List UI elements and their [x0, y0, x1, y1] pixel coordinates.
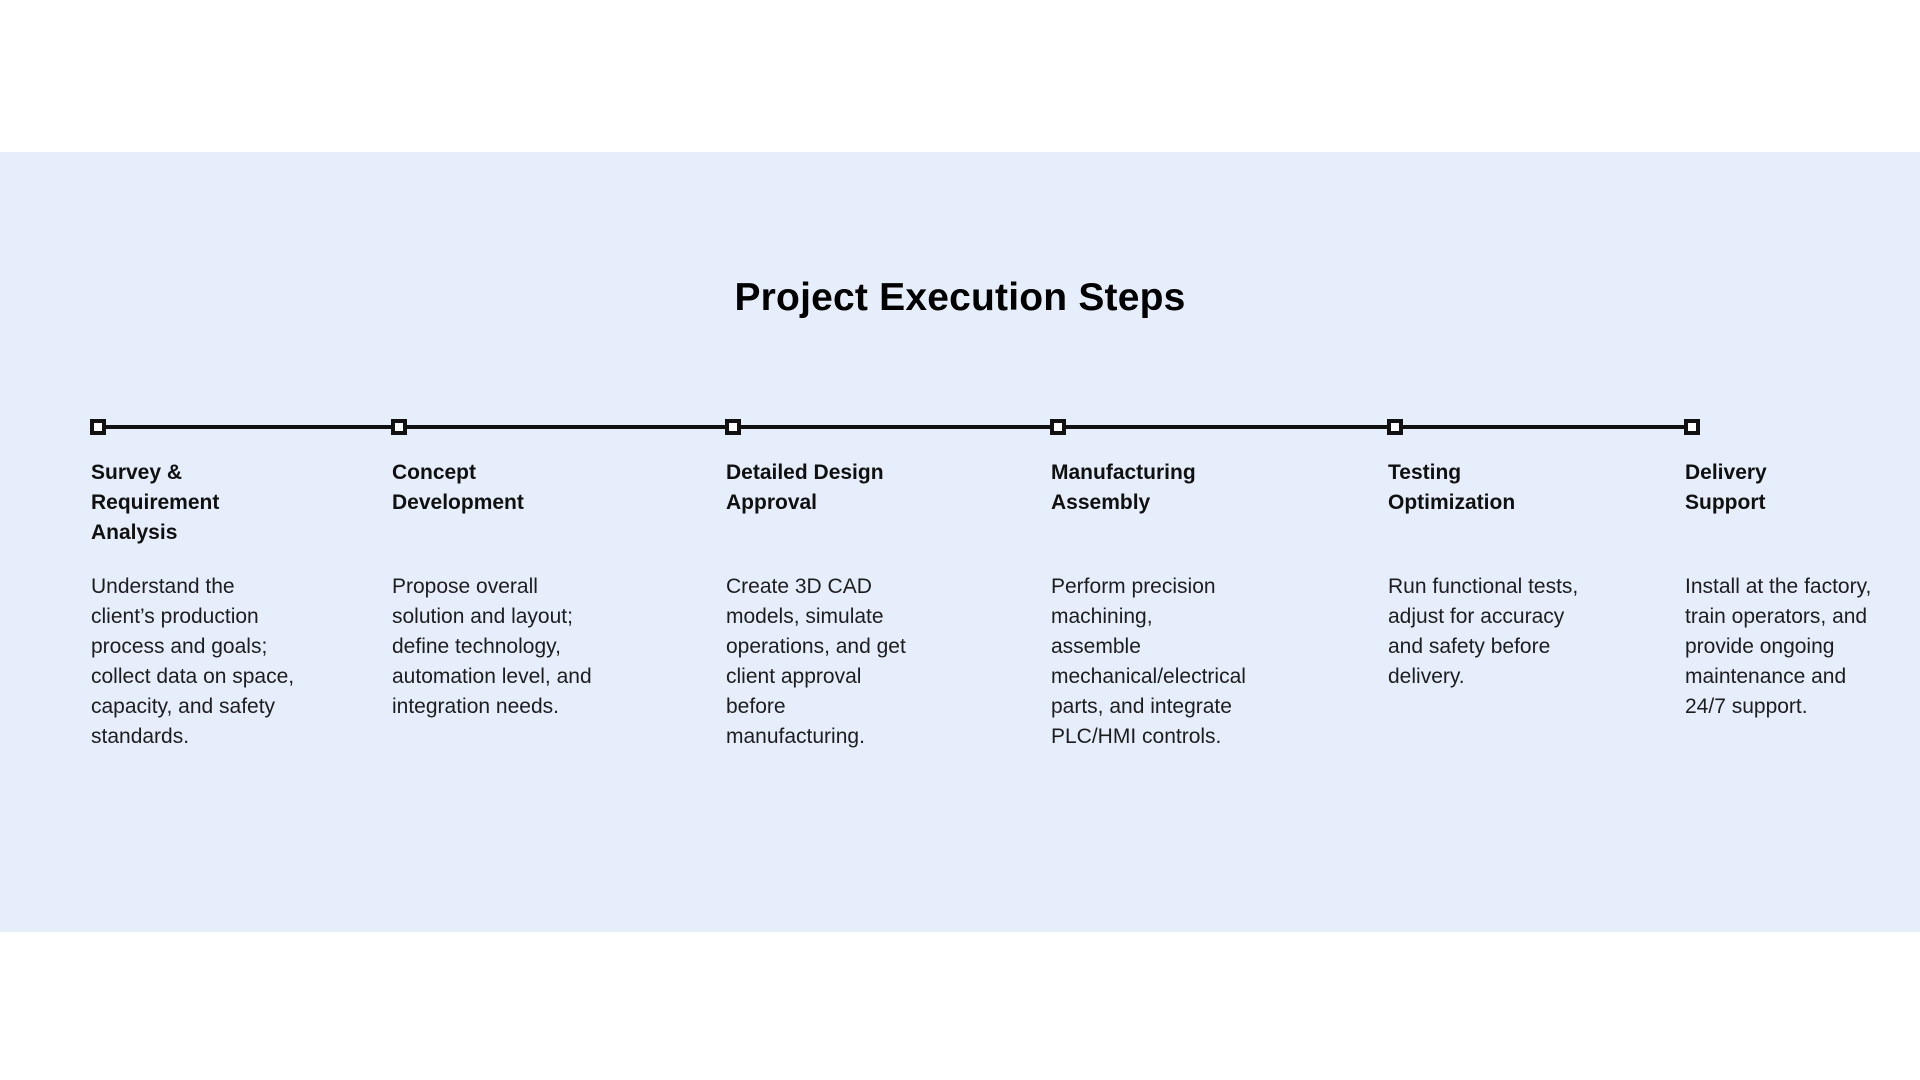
- step-column-2: Concept Development Propose overall solu…: [392, 458, 644, 878]
- step-title: Detailed Design Approval: [726, 461, 884, 514]
- diagram-title: Project Execution Steps: [734, 276, 1186, 319]
- step-column-5: Testing Optimization Run functional test…: [1388, 458, 1640, 878]
- timeline-marker: [90, 419, 106, 435]
- step-description: Perform precision machining, assemble me…: [1051, 575, 1246, 748]
- step-description: Propose overall solution and layout; def…: [392, 575, 592, 718]
- step-description: Run functional tests, adjust for accurac…: [1388, 575, 1579, 688]
- step-column-1: Survey & Requirement Analysis Understand…: [91, 458, 343, 878]
- step-column-3: Detailed Design Approval Create 3D CAD m…: [726, 458, 978, 878]
- step-title: Delivery Support: [1685, 461, 1767, 514]
- timeline-marker: [1684, 419, 1700, 435]
- step-column-6: Delivery Support Install at the factory,…: [1685, 458, 1919, 878]
- step-description: Understand the client’s production proce…: [91, 575, 295, 748]
- step-title: Survey & Requirement Analysis: [91, 461, 220, 544]
- step-description: Install at the factory, train operators,…: [1685, 575, 1872, 718]
- timeline-marker: [725, 419, 741, 435]
- step-title: Concept Development: [392, 461, 524, 514]
- content-band: [0, 152, 1920, 932]
- step-title: Manufacturing Assembly: [1051, 461, 1196, 514]
- timeline-marker: [1387, 419, 1403, 435]
- step-column-4: Manufacturing Assembly Perform precision…: [1051, 458, 1303, 878]
- timeline-line: [96, 425, 1694, 429]
- timeline-marker: [1050, 419, 1066, 435]
- step-description: Create 3D CAD models, simulate operation…: [726, 575, 906, 748]
- step-title: Testing Optimization: [1388, 461, 1516, 514]
- timeline-marker: [391, 419, 407, 435]
